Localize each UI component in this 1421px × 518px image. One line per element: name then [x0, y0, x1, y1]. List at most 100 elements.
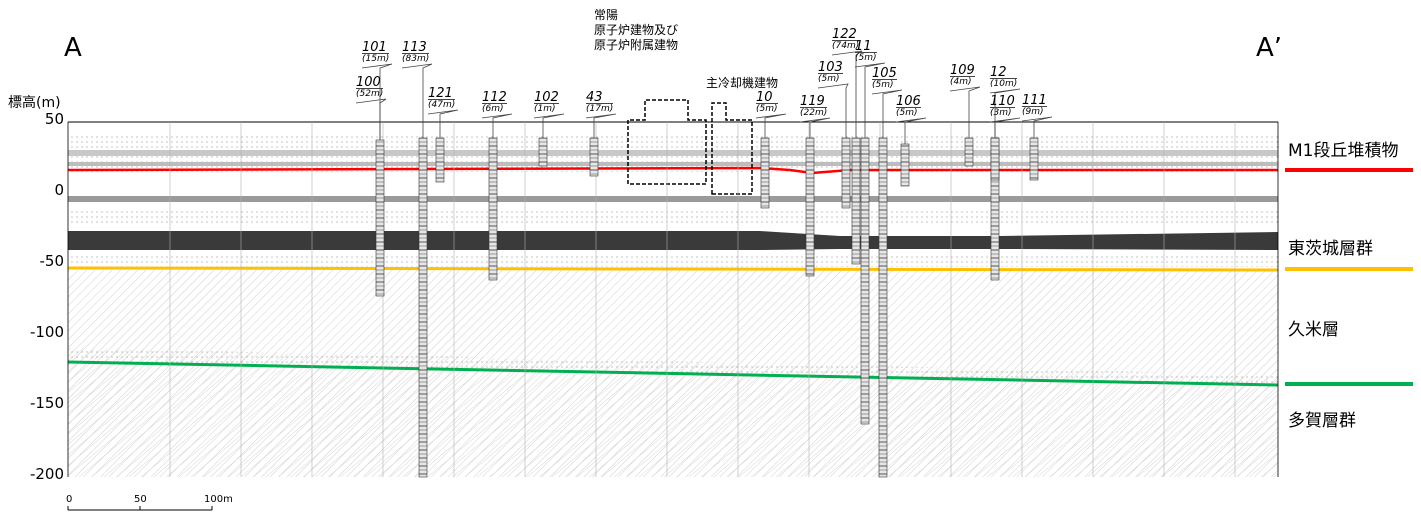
leader-line	[533, 113, 565, 138]
borehole-label: 122(74m)	[832, 28, 860, 52]
borehole-column	[841, 137, 851, 209]
borehole-label: 43(17m)	[586, 91, 614, 115]
borehole-column	[990, 137, 1000, 181]
scale-tick-label: 100m	[204, 494, 233, 505]
higashi-ibaraki-boundary	[67, 266, 1279, 272]
section-start-label: A	[64, 33, 82, 63]
leader-line	[755, 113, 787, 138]
borehole-label: 112(6m)	[482, 90, 507, 115]
borehole-column	[538, 137, 548, 167]
borehole-label: 113(83m)	[402, 41, 430, 65]
gravel-band	[68, 196, 1278, 202]
borehole-label: 100(52m)	[356, 76, 384, 100]
borehole-number: 112	[482, 90, 507, 105]
section-end-label: A’	[1256, 33, 1283, 63]
borehole-column	[964, 137, 974, 167]
leader-line	[481, 113, 513, 138]
lower-sand-fill	[68, 255, 1278, 267]
y-axis-label: 標高(m)	[8, 95, 61, 111]
borehole-number: 43	[586, 91, 614, 104]
borehole-depth: (5m)	[855, 53, 877, 63]
leader-line	[831, 50, 863, 138]
terrace-band-1	[68, 150, 1278, 156]
borehole-number: 100	[356, 76, 384, 89]
reactor-building-label: 常陽 原子炉建物及び 原子炉附属建物	[594, 8, 679, 52]
scale-tick-label: 50	[134, 494, 147, 505]
borehole-depth: (5m)	[818, 74, 840, 84]
y-tick-label: -200	[29, 465, 64, 483]
borehole-label: 105(5m)	[872, 66, 897, 91]
leader-line	[989, 88, 1021, 138]
borehole-depth: (17m)	[586, 104, 614, 114]
borehole-depth: (5m)	[872, 80, 894, 90]
borehole-depth: (5m)	[896, 108, 918, 118]
leader-line	[585, 113, 617, 138]
borehole-number: 119	[800, 95, 828, 108]
borehole-number: 105	[872, 66, 897, 81]
leader-line	[1021, 116, 1053, 138]
borehole-label: 106(5m)	[896, 94, 921, 119]
legend-kume-label: 久米層	[1288, 320, 1339, 340]
borehole-depth: (9m)	[1022, 107, 1044, 117]
leader-line	[871, 89, 903, 138]
borehole-depth: (3m)	[990, 108, 1012, 118]
boreholes-group	[375, 137, 1039, 478]
leader-line	[799, 117, 831, 138]
borehole-number: 113	[402, 41, 430, 54]
borehole-number: 102	[534, 90, 559, 105]
borehole-number: 122	[832, 28, 860, 41]
borehole-depth: (4m)	[950, 77, 972, 87]
leader-line	[989, 117, 1021, 138]
borehole-depth: (15m)	[362, 54, 390, 64]
borehole-column	[805, 137, 815, 277]
borehole-label: 102(1m)	[534, 90, 559, 115]
borehole-column	[860, 137, 870, 425]
contact-zone-fill	[68, 348, 1278, 384]
leader-line	[401, 63, 433, 138]
borehole-number: 103	[818, 60, 843, 75]
borehole-label: 121(47m)	[428, 87, 456, 111]
borehole-number: 106	[896, 94, 921, 109]
leader-line	[949, 86, 981, 138]
leader-line	[895, 117, 927, 144]
borehole-label: 109(4m)	[950, 63, 975, 88]
taga-boundary	[67, 360, 1279, 387]
borehole-column	[1029, 137, 1039, 181]
legend-m1-label: M1段丘堆積物	[1288, 141, 1399, 161]
borehole-number: 109	[950, 63, 975, 78]
borehole-label: 110(3m)	[990, 94, 1015, 119]
borehole-depth: (10m)	[990, 79, 1018, 89]
borehole-depth: (5m)	[756, 104, 778, 114]
borehole-column	[760, 137, 770, 209]
borehole-label: 103(5m)	[818, 60, 843, 85]
borehole-number: 111	[1022, 93, 1047, 108]
borehole-label: 12(10m)	[990, 66, 1018, 90]
borehole-depth: (83m)	[402, 54, 430, 64]
y-tick-label: -150	[29, 394, 64, 412]
borehole-label: 111(9m)	[1022, 93, 1047, 118]
cooling-building-label: 主冷却機建物	[706, 76, 779, 90]
sand-layer-fill	[68, 210, 1278, 224]
leader-line	[427, 109, 459, 138]
y-tick-label: -50	[39, 252, 65, 270]
leader-line	[817, 83, 849, 138]
leader-line	[854, 62, 886, 138]
borehole-label: 101(15m)	[362, 41, 390, 65]
borehole-depth: (22m)	[800, 108, 828, 118]
borehole-column	[435, 137, 445, 183]
borehole-depth: (1m)	[534, 104, 556, 114]
borehole-depth: (6m)	[482, 104, 504, 114]
leader-line	[355, 98, 387, 140]
scale-tick-label: 0	[66, 494, 73, 505]
cooling-building-outline	[711, 102, 753, 195]
borehole-label: 119(22m)	[800, 95, 828, 119]
borehole-column	[851, 137, 861, 265]
borehole-depth: (74m)	[832, 41, 860, 51]
borehole-depth: (47m)	[428, 100, 456, 110]
clay-layer-dark	[68, 231, 1278, 250]
borehole-number: 110	[990, 94, 1015, 109]
borehole-column	[900, 143, 910, 187]
reactor-building-outline	[627, 99, 707, 185]
